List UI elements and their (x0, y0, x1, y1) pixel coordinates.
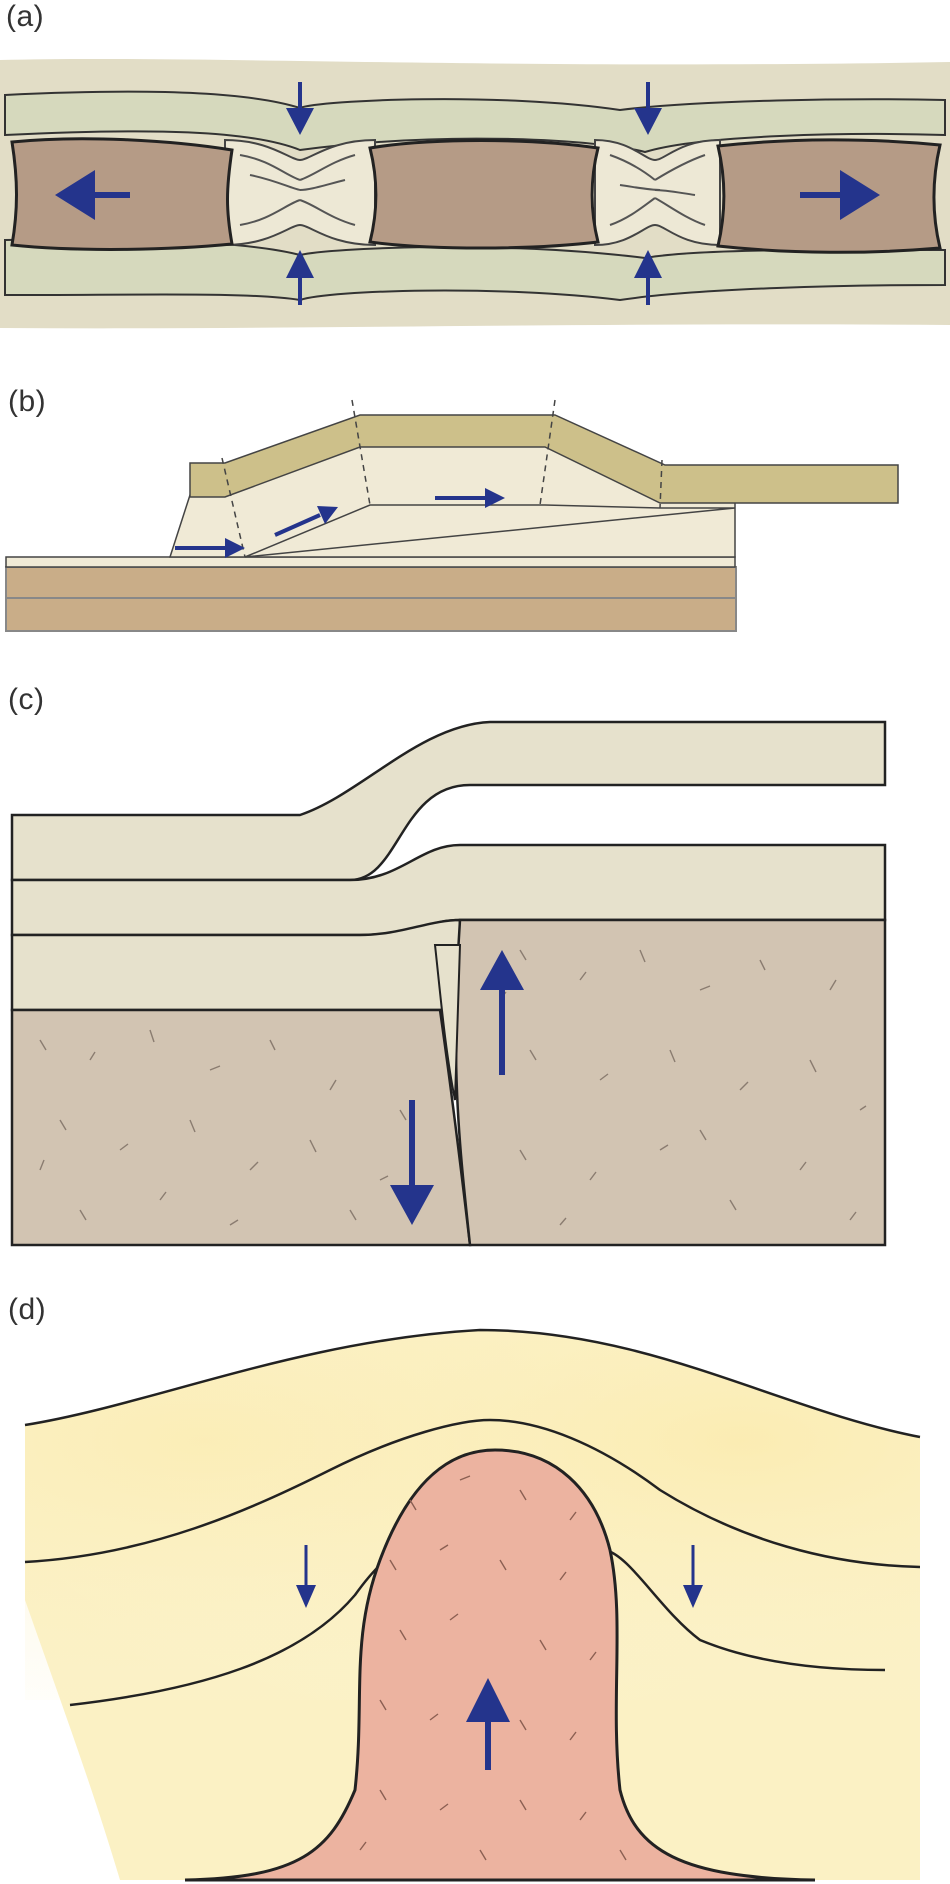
hangingwall-basement (454, 918, 887, 1247)
arrow-down-right-flank (683, 1585, 703, 1608)
panel-d-label: (d) (8, 1293, 47, 1326)
thrust-top-layer (189, 414, 899, 504)
layer-line-top (24, 1328, 921, 1439)
footwall-basement (10, 1008, 472, 1247)
arrow-down-left-neck (286, 108, 314, 135)
arrow-down-right-neck (634, 108, 662, 135)
arrowhead-right (840, 170, 880, 220)
arrowhead-left (55, 170, 95, 220)
boudin-center (368, 139, 600, 250)
basement-upper (5, 566, 737, 599)
layer-line-3-right (604, 1548, 886, 1672)
panel-c-label: (c) (8, 683, 45, 716)
arrow-flat-lower (225, 538, 245, 558)
basement-lower (5, 597, 737, 632)
panel-b-thrust-diagram (5, 399, 899, 632)
arrow-up-diapir (466, 1678, 510, 1722)
panel-b-label: (b) (8, 385, 47, 418)
salt-diapir (184, 1448, 816, 1882)
upper-block (244, 504, 736, 558)
panel-d-diapir-diagram (24, 1328, 921, 1882)
footwall-flat (5, 556, 736, 568)
arrow-up-left-neck (286, 250, 314, 278)
panel-a-label: (a) (6, 0, 45, 33)
arrow-flat-upper (485, 488, 505, 508)
fault-sliver (433, 944, 462, 1101)
strata-upper (10, 720, 887, 882)
layer-line-2 (24, 1418, 921, 1569)
panel-c-forced-fold-diagram (10, 720, 887, 1247)
arrow-down-footwall (390, 1185, 434, 1225)
arrow-up-hangingwall (480, 950, 524, 990)
panel-a-boudinage-diagram (0, 58, 950, 329)
arrow-ramp (317, 506, 338, 524)
arrow-up-right-neck (634, 250, 662, 278)
arrow-down-left-flank (296, 1585, 316, 1608)
